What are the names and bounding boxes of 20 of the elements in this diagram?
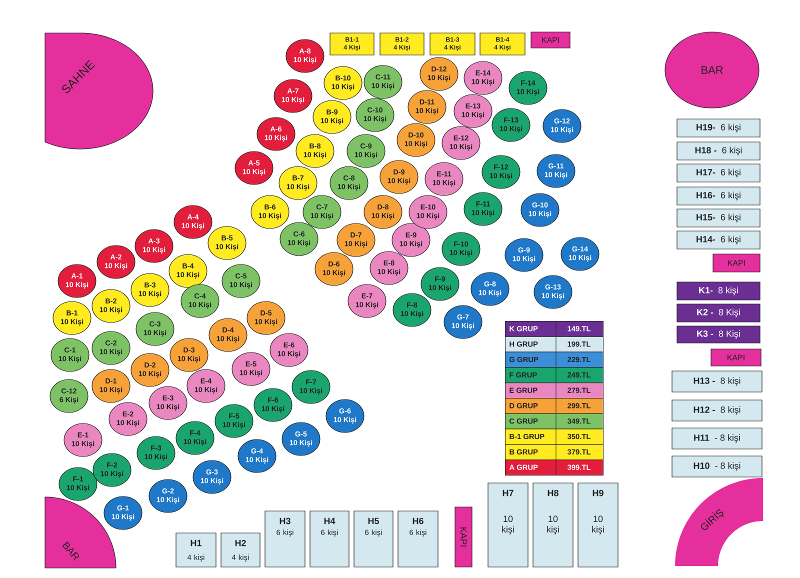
door-box: KAPI: [712, 254, 760, 272]
table-box: H17- 6 kişi: [676, 164, 760, 182]
door-box: KAPI: [454, 506, 472, 568]
table-box: K3 - 8 Kişi: [676, 326, 760, 344]
table-box: K1- 8 kişi: [676, 282, 760, 300]
table-box: H12 - 8 kişi: [672, 400, 762, 422]
table-box: H10 - 8 kişi: [672, 456, 762, 478]
table-box: H13 - 8 kişi: [672, 370, 762, 392]
table-box: H15- 6 kişi: [676, 208, 760, 228]
table-box: H16- 6 kişi: [676, 186, 760, 206]
table-box: H14- 6 kişi: [676, 230, 760, 250]
table-box: H8 10 kişi: [532, 482, 574, 568]
table-box: H9 10 kişi: [578, 482, 618, 568]
table-box: H7 10 kişi: [488, 482, 528, 568]
table-box: K2 - 8 Kişi: [676, 304, 760, 322]
table-box: H19- 6 kişi: [676, 118, 760, 138]
door-box: KAPI: [710, 348, 762, 366]
door-box: KAPI: [530, 32, 570, 48]
table-box: H18 - 6 kişi: [676, 142, 760, 160]
table-box: H11 - 8 kişi: [672, 428, 762, 450]
